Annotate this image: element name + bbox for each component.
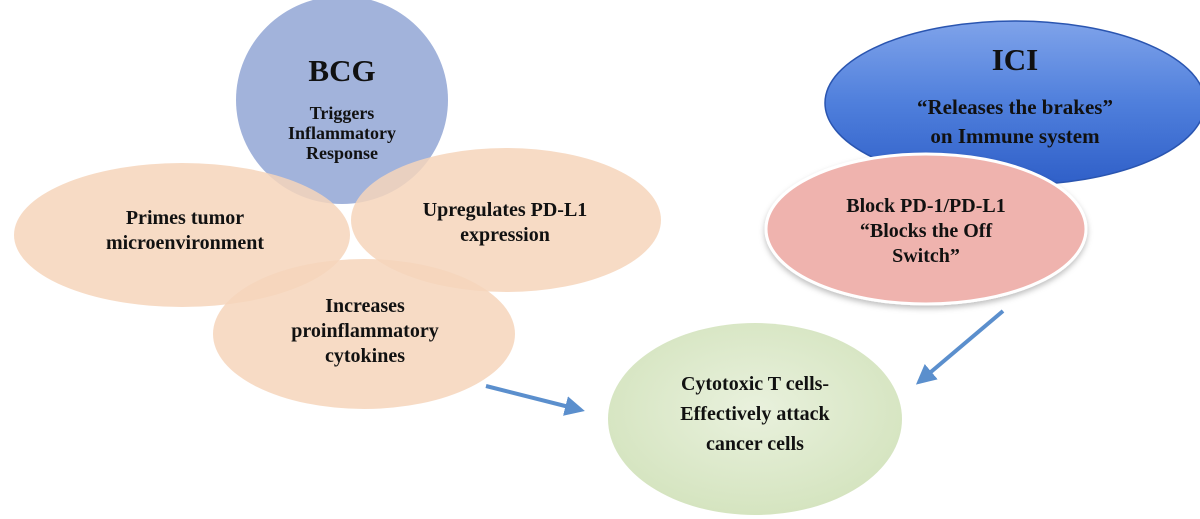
block-line1: Block PD-1/PD-L1 <box>846 195 1006 217</box>
primes-label: Primes tumor microenvironment <box>60 206 310 256</box>
primes-line1: Primes tumor <box>125 207 245 229</box>
primes-ellipse <box>14 163 350 307</box>
upregulates-ellipse <box>351 148 661 292</box>
increases-label: Increases proinflammatory cytokines <box>240 294 490 369</box>
block-line2: “Blocks the Off <box>859 220 993 242</box>
bcg-desc-line1: Triggers <box>309 103 375 123</box>
tcells-line2: Effectively attack <box>680 403 830 425</box>
bcg-desc: Triggers Inflammatory Response <box>262 103 422 163</box>
tcells-line1: Cytotoxic T cells- <box>680 373 830 395</box>
block-line3: Switch” <box>892 245 960 267</box>
tcells-line3: cancer cells <box>706 433 804 455</box>
increases-ellipse <box>213 259 515 409</box>
upregulates-label: Upregulates PD-L1 expression <box>380 198 630 248</box>
increases-line2: proinflammatory <box>291 320 439 342</box>
block-label: Block PD-1/PD-L1 “Blocks the Off Switch” <box>801 194 1051 269</box>
bcg-desc-line3: Response <box>305 143 378 163</box>
bcg-title: BCG <box>308 53 376 88</box>
ici-desc-line2: on Immune system <box>930 124 1100 148</box>
upregulates-line1: Upregulates PD-L1 <box>422 199 588 221</box>
bcg-desc-line2: Inflammatory <box>288 123 396 143</box>
arrow-bcg-to-tcells <box>485 384 585 416</box>
increases-line1: Increases <box>325 295 405 317</box>
ici-desc-line1: “Releases the brakes” <box>917 95 1113 119</box>
tcells-label: Cytotoxic T cells- Effectively attack ca… <box>630 369 880 459</box>
upregulates-line2: expression <box>460 224 550 246</box>
bcg-circle <box>236 0 448 204</box>
ici-title: ICI <box>991 42 1039 77</box>
ici-desc: “Releases the brakes” on Immune system <box>870 93 1160 151</box>
primes-line2: microenvironment <box>105 232 265 254</box>
block-ellipse <box>764 152 1088 306</box>
increases-line3: cytokines <box>325 345 405 367</box>
arrow-ici-to-tcells <box>915 309 1005 385</box>
tcell-circle <box>608 323 902 515</box>
